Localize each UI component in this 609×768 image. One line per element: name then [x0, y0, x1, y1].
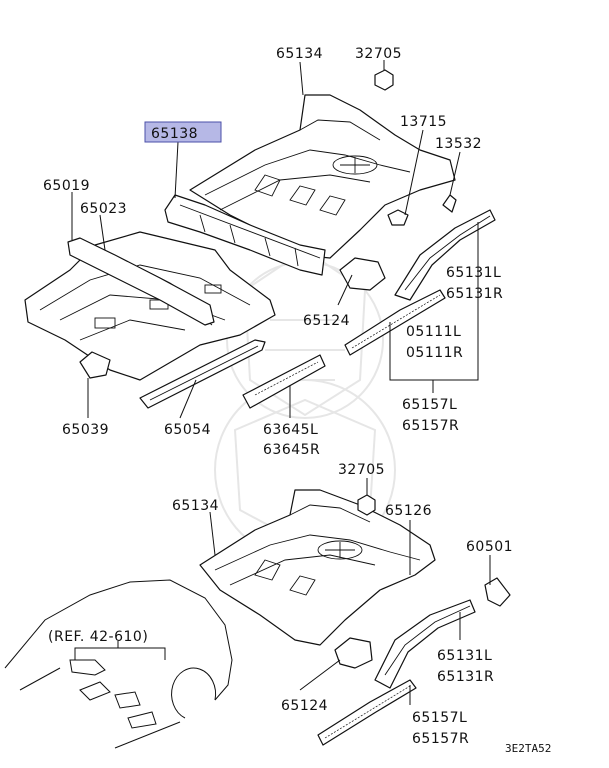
sill-rail: [139, 339, 266, 409]
label-63645L: 63645L: [263, 422, 318, 438]
diagram-code: 3E2TA52: [505, 742, 551, 755]
label-63645R: 63645R: [263, 442, 320, 458]
rear-floor-pan-top: [189, 94, 456, 259]
label-65138: 65138: [151, 126, 198, 142]
label-65131R-top: 65131R: [446, 286, 503, 302]
label-65134-bottom: 65134: [172, 498, 219, 514]
label-65126: 65126: [385, 503, 432, 519]
rear-side-member-top: [394, 209, 496, 301]
label-65157L-bottom: 65157L: [412, 710, 467, 726]
label-65131R-bottom: 65131R: [437, 669, 494, 685]
label-65019: 65019: [43, 178, 90, 194]
rear-crossmember: [164, 194, 326, 276]
label-13715: 13715: [400, 114, 447, 130]
leader-lines: [71, 61, 491, 705]
label-05111L: 05111L: [406, 324, 461, 340]
side-reinforcement-63645: [242, 354, 326, 409]
small-bracket-65039: [79, 351, 111, 379]
label-65134-top: 65134: [276, 46, 323, 62]
label-65138-highlight: [144, 121, 222, 143]
label-65157R-bottom: 65157R: [412, 731, 469, 747]
part-labels: 65134 32705 65138 13715 13532 65019 6502…: [43, 46, 551, 755]
label-13532: 13532: [435, 136, 482, 152]
label-65124-top: 65124: [303, 313, 350, 329]
tunnel-brace: [67, 237, 215, 326]
nut-32705-top: [374, 60, 394, 91]
rear-rail-65157-bottom: [317, 679, 417, 746]
clip-13532: [442, 194, 457, 213]
bracket-65124-top: [339, 257, 386, 291]
bracket-65124-bottom: [334, 637, 373, 669]
rear-rail-65157-top: [344, 289, 446, 356]
label-32705-top: 32705: [355, 46, 402, 62]
label-65124-bottom: 65124: [281, 698, 328, 714]
label-60501: 60501: [466, 539, 513, 555]
label-65023: 65023: [80, 201, 127, 217]
label-65157L-top: 65157L: [402, 397, 457, 413]
rear-side-member-bottom: [374, 599, 476, 689]
label-65131L-bottom: 65131L: [437, 648, 492, 664]
nut-32705-bottom: [357, 478, 376, 516]
car-silhouette: [4, 579, 233, 749]
rear-floor-pan-bottom: [199, 489, 436, 646]
label-65157R-top: 65157R: [402, 418, 459, 434]
clip-13715: [387, 209, 409, 226]
label-65131L-top: 65131L: [446, 265, 501, 281]
reference-note: (REF. 42-610): [48, 629, 148, 645]
label-65054: 65054: [164, 422, 211, 438]
bracket-60501: [484, 577, 511, 607]
label-65039: 65039: [62, 422, 109, 438]
label-32705-bottom: 32705: [338, 462, 385, 478]
label-05111R: 05111R: [406, 345, 463, 361]
